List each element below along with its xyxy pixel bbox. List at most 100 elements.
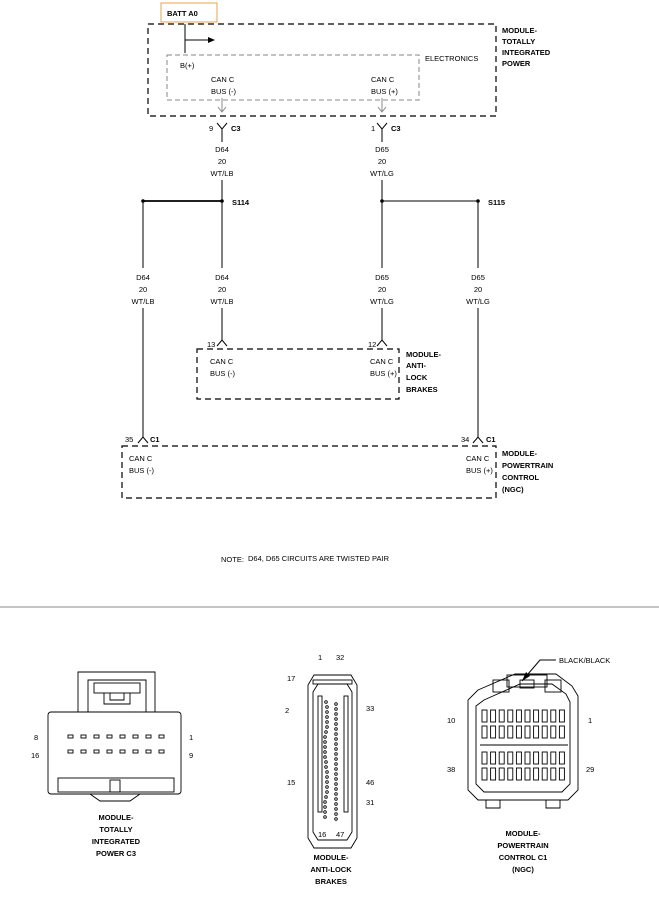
svg-text:ANTI-LOCK: ANTI-LOCK: [310, 865, 352, 874]
pcm-can-plus-l2: BUS (+): [466, 466, 493, 475]
pin-cavity: [334, 712, 338, 716]
pin-cavity: [490, 725, 497, 739]
svg-text:MODULE-: MODULE-: [506, 829, 541, 838]
abs-can-minus-l2: BUS (-): [210, 369, 236, 378]
pin-cavity: [334, 817, 338, 821]
pin-cavity: [325, 770, 329, 774]
svg-text:20: 20: [139, 285, 147, 294]
tip-can-minus-l1: CAN C: [211, 75, 235, 84]
pin-cavity: [541, 725, 548, 739]
svg-text:D65: D65: [375, 145, 389, 154]
pin-cavity: [132, 734, 139, 739]
pin-cavity: [334, 757, 338, 761]
svg-text:INTEGRATED: INTEGRATED: [502, 48, 551, 57]
b-plus-feed: [184, 24, 210, 53]
svg-text:D64: D64: [215, 273, 229, 282]
pcm-pin-34-icon: [472, 436, 484, 444]
pin-cavity: [490, 709, 497, 723]
pin-cavity: [334, 767, 338, 771]
pin-cavity: [106, 749, 113, 754]
pcm-can-plus-l1: CAN C: [466, 454, 490, 463]
svg-text:WT/LB: WT/LB: [132, 297, 155, 306]
tip-conn-c3-right: C3: [391, 124, 401, 133]
svg-text:D65: D65: [375, 273, 389, 282]
pin-cavity: [67, 734, 74, 739]
abs-conn-pin-15: 15: [287, 778, 295, 787]
pin-cavity: [323, 815, 327, 819]
pcm-c1-pin-1: 1: [588, 716, 592, 725]
pin-cavity: [481, 767, 488, 781]
abs-conn-pin-16: 16: [318, 830, 326, 839]
pin-cavity: [323, 740, 327, 744]
pcm-module-outline: [121, 445, 497, 499]
pcm-conn-c1-right: C1: [486, 435, 496, 444]
pin-cavity: [558, 725, 565, 739]
b-plus-label: B(+): [180, 61, 195, 70]
pin-cavity: [515, 767, 522, 781]
tip-c3-pin-9: 9: [189, 751, 193, 760]
pin-cavity: [481, 725, 488, 739]
pin-cavity: [550, 751, 557, 765]
abs-conn-pin-17: 17: [287, 674, 295, 683]
splice-s115-label: S115: [488, 198, 505, 207]
svg-text:(NGC): (NGC): [512, 865, 534, 874]
pin-cavity: [498, 709, 505, 723]
pin-cavity: [507, 751, 514, 765]
pin-cavity: [334, 707, 338, 711]
pin-cavity: [550, 709, 557, 723]
abs-can-plus-l2: BUS (+): [370, 369, 397, 378]
pin-cavity: [515, 709, 522, 723]
pin-cavity: [80, 749, 87, 754]
pin-cavity: [334, 727, 338, 731]
pin-cavity: [334, 737, 338, 741]
tip-can-plus-l2: BUS (+): [371, 87, 398, 96]
pin-cavity: [533, 767, 540, 781]
svg-text:INTEGRATED: INTEGRATED: [92, 837, 141, 846]
svg-text:POWERTRAIN: POWERTRAIN: [502, 461, 553, 470]
abs-module-name: MODULE- ANTI- LOCK BRAKES: [406, 350, 441, 394]
pcm-conn-c1-left: C1: [150, 435, 160, 444]
pcm-can-minus-l1: CAN C: [129, 454, 153, 463]
pin-cavity: [507, 725, 514, 739]
abs-conn-pin-46: 46: [366, 778, 374, 787]
pcm-can-minus-l2: BUS (-): [129, 466, 155, 475]
pin-cavity: [334, 807, 338, 811]
wire-label-d64-left: D64 20 WT/LB: [132, 273, 155, 306]
pin-cavity: [119, 749, 126, 754]
abs-conn-pin-32: 32: [336, 653, 344, 662]
pin-cavity: [323, 800, 327, 804]
pin-cavity: [132, 749, 139, 754]
pin-cavity: [325, 775, 329, 779]
pin-cavity: [558, 767, 565, 781]
svg-text:WT/LG: WT/LG: [466, 297, 490, 306]
pin-cavity: [334, 772, 338, 776]
svg-text:CONTROL C1: CONTROL C1: [499, 853, 548, 862]
pin-cavity: [334, 782, 338, 786]
tip-c3-pin-16: 16: [31, 751, 39, 760]
pin-cavity: [550, 725, 557, 739]
pin-cavity: [67, 749, 74, 754]
svg-text:20: 20: [474, 285, 482, 294]
svg-text:WT/LG: WT/LG: [370, 169, 394, 178]
wire-label-d64-mid: D64 20 WT/LB: [211, 273, 234, 306]
note-text: D64, D65 CIRCUITS ARE TWISTED PAIR: [248, 554, 390, 563]
splice-s114-label: S114: [232, 198, 250, 207]
svg-text:CONTROL: CONTROL: [502, 473, 539, 482]
pin-cavity: [334, 762, 338, 766]
pin-cavity: [481, 751, 488, 765]
abs-pin-13-icon: [216, 339, 228, 347]
pin-cavity: [324, 730, 328, 734]
svg-text:D64: D64: [215, 145, 229, 154]
pin-cavity: [323, 735, 327, 739]
abs-conn-pin-31: 31: [366, 798, 374, 807]
svg-text:MODULE-: MODULE-: [502, 26, 537, 35]
tip-c3-caption: MODULE- TOTALLY INTEGRATED POWER C3: [92, 813, 141, 858]
svg-text:POWER: POWER: [502, 59, 531, 68]
tip-c3-pin-1: 1: [189, 733, 193, 742]
pcm-color-callout-leader: [521, 659, 556, 682]
svg-text:TOTALLY: TOTALLY: [502, 37, 535, 46]
pin-cavity: [541, 709, 548, 723]
abs-module-outline: [196, 348, 400, 400]
abs-pin-12: 12: [368, 340, 376, 349]
tip-conn-c3-left: C3: [231, 124, 241, 133]
